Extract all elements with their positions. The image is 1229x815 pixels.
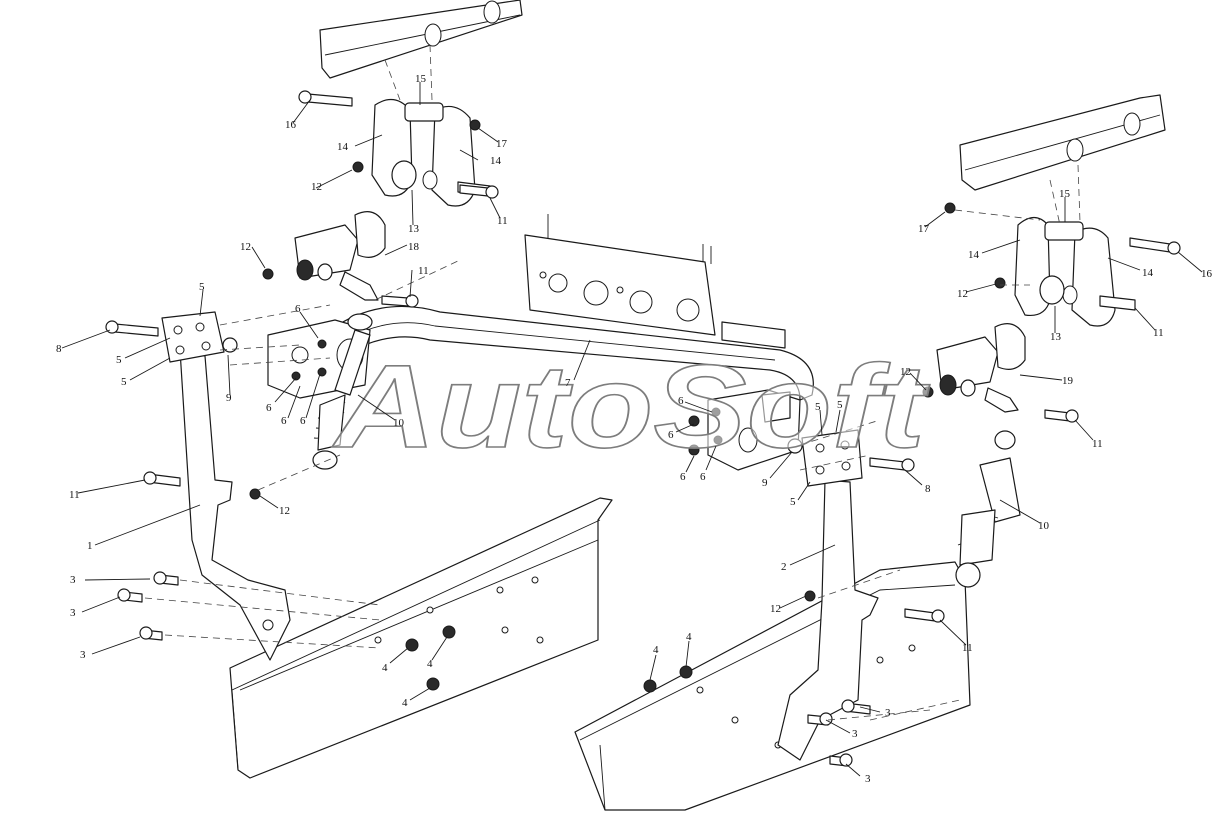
callout-4: 4 (427, 658, 433, 670)
callout-16: 16 (1201, 268, 1213, 280)
callout-4: 4 (686, 631, 692, 643)
callout-14: 14 (1142, 267, 1154, 279)
callout-11: 11 (497, 215, 508, 227)
left-levelling-valve (294, 211, 386, 301)
callout-14: 14 (968, 249, 980, 261)
callout-9: 9 (762, 477, 768, 489)
callout-19: 19 (1062, 375, 1074, 387)
callout-5: 5 (116, 354, 122, 366)
callout-12: 12 (900, 366, 911, 378)
callout-5: 5 (815, 401, 821, 413)
right-levelling-valve (936, 323, 1026, 413)
callout-12: 12 (240, 241, 251, 253)
callout-4: 4 (382, 662, 388, 674)
callout-5: 5 (199, 281, 205, 293)
callout-11: 11 (418, 265, 429, 277)
left-frame-rail (229, 497, 613, 779)
callout-6: 6 (678, 395, 684, 407)
callout-6: 6 (680, 471, 686, 483)
callout-17: 17 (918, 223, 930, 235)
callout-12: 12 (311, 181, 322, 193)
callout-4: 4 (402, 697, 408, 709)
callout-17: 17 (496, 138, 508, 150)
callout-18: 18 (408, 241, 420, 253)
callout-15: 15 (415, 73, 427, 85)
callout-12: 12 (279, 505, 290, 517)
callout-12: 12 (957, 288, 968, 300)
callout-14: 14 (337, 141, 349, 153)
leader-lines (61, 82, 1203, 777)
callout-11: 11 (1092, 438, 1103, 450)
upper-left-frame-rail (319, 0, 523, 79)
callout-11: 11 (962, 642, 973, 654)
callout-6: 6 (668, 429, 674, 441)
callout-3: 3 (70, 607, 76, 619)
callout-6: 6 (700, 471, 706, 483)
left-shock-absorber (312, 313, 373, 470)
callout-7: 7 (565, 377, 571, 389)
callout-16: 16 (285, 119, 297, 131)
callout-12: 12 (770, 603, 781, 615)
callout-6: 6 (266, 402, 272, 414)
callout-14: 14 (490, 155, 502, 167)
callout-labels: 1 2 3 3 3 3 3 3 4 4 4 4 4 5 5 5 5 5 5 6 … (56, 73, 1213, 785)
right-shock-absorber (955, 430, 1021, 588)
callout-11: 11 (69, 489, 80, 501)
bolts-and-nuts (105, 90, 1181, 767)
callout-4: 4 (653, 644, 659, 656)
watermark-text: AutoSoft (331, 341, 930, 473)
callout-9: 9 (226, 392, 232, 404)
callout-13: 13 (408, 223, 420, 235)
callout-3: 3 (885, 707, 891, 719)
alignment-lines (144, 44, 1081, 721)
callout-6: 6 (281, 415, 287, 427)
callout-11: 11 (1153, 327, 1164, 339)
callout-13: 13 (1050, 331, 1062, 343)
callout-15: 15 (1059, 188, 1071, 200)
callout-5: 5 (121, 376, 127, 388)
callout-3: 3 (852, 728, 858, 740)
centre-mounting-plate (524, 214, 786, 349)
callout-5: 5 (790, 496, 796, 508)
callout-10: 10 (1038, 520, 1050, 532)
callout-6: 6 (300, 415, 306, 427)
callout-5: 5 (837, 399, 843, 411)
left-spring-hanger (161, 311, 291, 661)
callout-3: 3 (80, 649, 86, 661)
callout-2: 2 (781, 561, 787, 573)
callout-8: 8 (925, 483, 931, 495)
upper-right-frame-rail (959, 94, 1166, 191)
callout-3: 3 (865, 773, 871, 785)
callout-1: 1 (87, 540, 93, 552)
callout-6: 6 (295, 303, 301, 315)
right-spring-hanger (777, 429, 879, 761)
right-shackle-assembly (1014, 216, 1136, 327)
callout-10: 10 (393, 417, 405, 429)
callout-3: 3 (70, 574, 76, 586)
callout-8: 8 (56, 343, 62, 355)
right-frame-rail (574, 561, 971, 811)
